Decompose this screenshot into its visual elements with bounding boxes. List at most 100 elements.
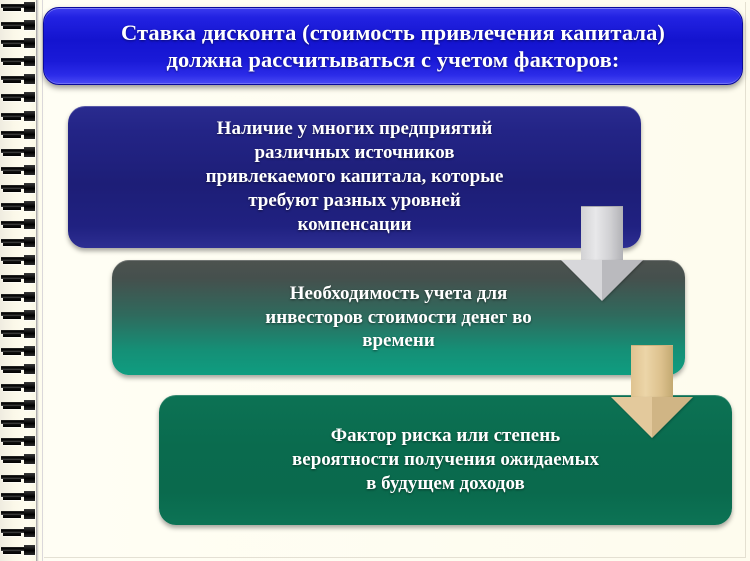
spiral-ring-knob <box>24 472 35 483</box>
spiral-ring <box>0 164 38 175</box>
spiral-ring <box>0 272 38 284</box>
spiral-ring-wire-lower <box>3 388 21 392</box>
spiral-ring-knob <box>24 201 35 212</box>
spiral-ring-wire <box>1 329 27 334</box>
factor-1-line-2: различных источников <box>254 142 455 164</box>
title-banner: Ставка дисконта (стоимость привлечения к… <box>43 7 743 85</box>
spiral-ring <box>0 91 38 103</box>
arrow-shaft <box>631 345 673 397</box>
spiral-ring-knob <box>24 110 35 121</box>
spiral-ring <box>0 236 38 248</box>
spiral-ring-knob <box>24 56 35 67</box>
spiral-ring-wire <box>1 148 27 153</box>
spiral-ring <box>0 327 38 338</box>
spiral-ring-wire <box>1 492 27 497</box>
factor-3-line-3: в будущем доходов <box>366 472 525 494</box>
down-arrow-icon-tan <box>611 345 693 440</box>
arrow-head-shade <box>652 397 693 438</box>
spiral-ring <box>0 417 38 429</box>
factor-2-line-1: Необходимость учета для <box>289 282 508 304</box>
spiral-ring-knob <box>24 38 35 49</box>
spiral-ring-wire <box>1 275 27 280</box>
spiral-ring-wire <box>1 203 27 208</box>
spiral-ring-wire-lower <box>3 496 21 500</box>
spiral-notebook-binding <box>0 0 40 561</box>
spiral-ring-wire <box>1 528 27 533</box>
title-text: Ставка дисконта (стоимость привлечения к… <box>107 19 679 73</box>
spiral-ring-wire <box>1 257 27 262</box>
spiral-ring-wire <box>1 510 27 515</box>
spiral-ring-wire <box>1 22 27 27</box>
spiral-ring-wire-lower <box>3 460 21 464</box>
spiral-ring-wire <box>1 420 27 425</box>
spiral-ring <box>0 490 38 501</box>
spiral-ring-knob <box>24 544 35 555</box>
spiral-ring <box>0 73 38 85</box>
spiral-ring-wire-lower <box>3 207 21 211</box>
arrow-shaft <box>581 206 623 260</box>
spiral-ring-wire <box>1 293 27 298</box>
spiral-ring <box>0 218 38 230</box>
spiral-ring <box>0 1 38 12</box>
factor-1-line-3: привлекаемого капитала, которые <box>205 166 504 188</box>
spiral-ring-wire-lower <box>3 442 21 446</box>
spiral-ring-wire-lower <box>3 550 21 554</box>
title-line-1: Ставка дисконта (стоимость привлечения к… <box>120 20 666 45</box>
spiral-ring-wire <box>1 546 27 551</box>
spiral-ring <box>0 399 38 411</box>
spiral-ring-wire-lower <box>3 44 21 48</box>
spiral-ring-wire <box>1 311 27 316</box>
spiral-ring-wire-lower <box>3 532 21 536</box>
spiral-ring <box>0 110 38 121</box>
spiral-ring-wire <box>1 402 27 407</box>
spiral-ring-knob <box>24 255 35 266</box>
factor-2-line-3: времени <box>362 330 435 352</box>
spiral-ring-knob <box>24 418 35 429</box>
factor-box-1: Наличие у многих предприятий различных и… <box>68 106 641 248</box>
factor-box-2-text: Необходимость учета для инвесторов стоим… <box>249 282 548 354</box>
factor-3-line-1: Фактор риска или степень <box>330 425 561 447</box>
spiral-ring-knob <box>24 128 35 139</box>
page-fold-line-secondary <box>42 0 43 561</box>
spiral-ring <box>0 472 38 483</box>
spiral-ring-knob <box>24 20 35 31</box>
spiral-ring-knob <box>24 345 35 356</box>
spiral-ring-wire-lower <box>3 62 21 66</box>
spiral-ring <box>0 435 38 447</box>
spiral-ring <box>0 37 38 49</box>
spiral-ring-wire-lower <box>3 80 21 84</box>
spiral-ring-wire <box>1 239 27 244</box>
spiral-ring <box>0 363 38 374</box>
spiral-ring-wire-lower <box>3 478 21 482</box>
spiral-ring-knob <box>24 219 35 230</box>
spiral-ring-wire-lower <box>3 279 21 283</box>
spiral-ring-wire-lower <box>3 333 21 337</box>
spiral-ring-knob <box>24 237 35 248</box>
arrow-head <box>611 397 693 438</box>
factor-1-line-4: требуют разных уровней <box>248 189 461 211</box>
spiral-ring-knob <box>24 182 35 193</box>
spiral-ring <box>0 381 38 393</box>
spiral-ring-wire-lower <box>3 134 21 138</box>
spiral-ring-wire-lower <box>3 188 21 192</box>
spiral-ring <box>0 19 38 31</box>
spiral-ring-wire-lower <box>3 406 21 410</box>
spiral-ring <box>0 508 38 519</box>
spiral-ring-knob <box>24 454 35 465</box>
spiral-ring <box>0 291 38 302</box>
spiral-ring-wire <box>1 456 27 461</box>
spiral-ring-wire <box>1 221 27 226</box>
spiral-ring-knob <box>24 490 35 501</box>
spiral-ring-knob <box>24 74 35 85</box>
factor-box-3-text: Фактор риска или степень вероятности пол… <box>276 424 615 496</box>
spiral-ring-knob <box>24 146 35 157</box>
spiral-ring-wire-lower <box>3 315 21 319</box>
spiral-ring-knob <box>24 436 35 447</box>
arrow-head <box>561 260 643 301</box>
arrow-head-shade <box>602 260 643 301</box>
factor-2-line-2: инвесторов стоимости денег во <box>265 306 532 328</box>
factor-1-line-1: Наличие у многих предприятий <box>216 118 493 140</box>
factor-3-line-2: вероятности получения ожидаемых <box>292 449 599 471</box>
spiral-ring <box>0 200 38 212</box>
